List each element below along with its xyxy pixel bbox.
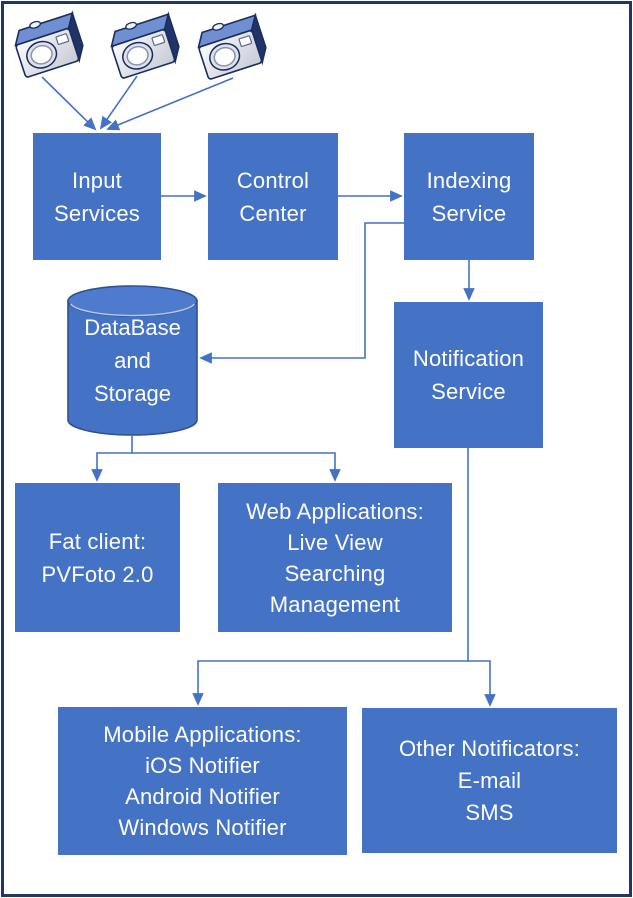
camera-icon [105, 10, 184, 80]
connector-indexing-to-database [199, 222, 404, 364]
camera-icon [192, 11, 271, 81]
connector-notification-to-notifiers [192, 448, 496, 707]
camera-icon [9, 9, 88, 79]
connector-database-to-clients [91, 435, 341, 482]
connector-cameras-to-input [41, 75, 234, 131]
database-cylinder-shape [67, 285, 198, 436]
node-fat-client: Fat client:PVFoto 2.0 [15, 483, 180, 632]
